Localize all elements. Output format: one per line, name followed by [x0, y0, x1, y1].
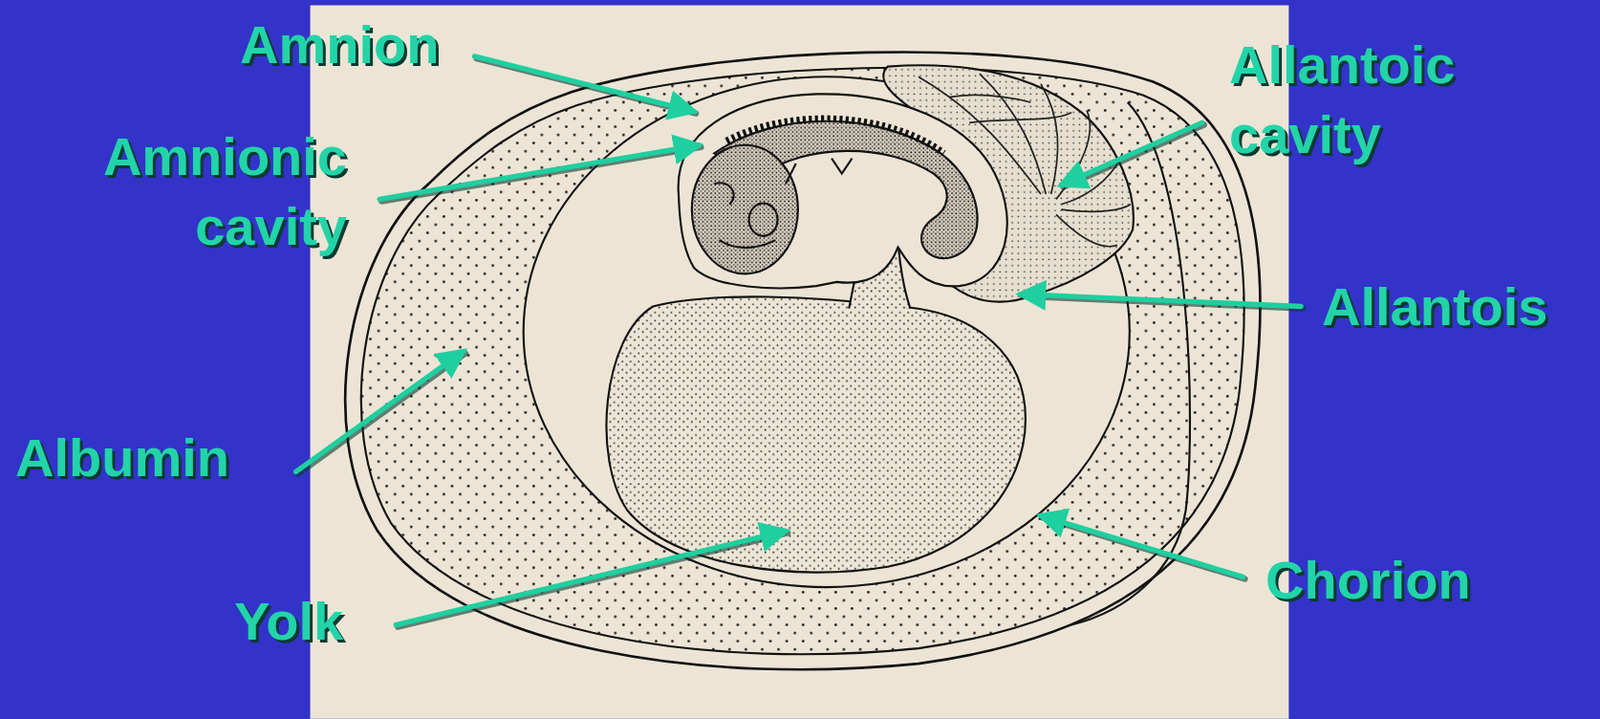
part-label: Albumin: [15, 423, 230, 494]
part-label: Yolk: [234, 586, 344, 657]
part-label: Chorion: [1265, 545, 1471, 616]
part-label: Amnionic cavity: [60, 122, 347, 262]
part-label: Amnion: [239, 10, 439, 81]
part-label: Allantois: [1321, 272, 1548, 343]
part-label: Allantoic cavity: [1229, 30, 1516, 171]
